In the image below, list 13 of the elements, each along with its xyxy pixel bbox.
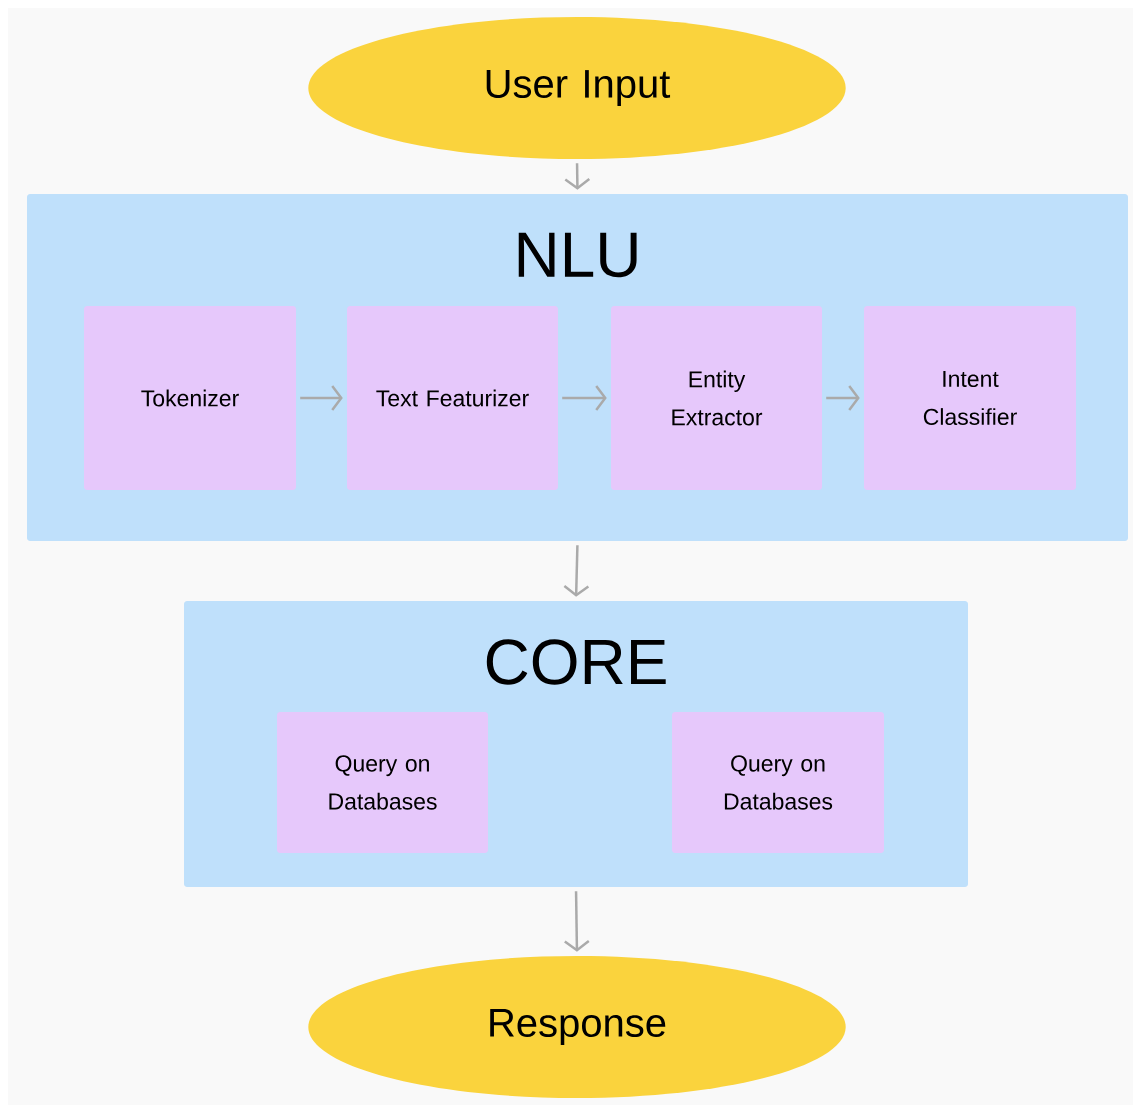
arrow xyxy=(563,545,590,597)
terminal-oval: User Input xyxy=(308,17,846,159)
process-box: Entity Extractor xyxy=(611,306,822,490)
process-box: Query on Databases xyxy=(672,712,884,853)
process-box: Tokenizer xyxy=(84,306,296,490)
arrow xyxy=(826,385,860,411)
terminal-oval: Response xyxy=(308,956,846,1098)
arrow xyxy=(562,385,607,411)
arrow xyxy=(564,891,590,952)
process-box: Intent Classifier xyxy=(864,306,1076,490)
process-box: Query on Databases xyxy=(277,712,488,853)
arrow xyxy=(300,385,343,411)
process-box: Text Featurizer xyxy=(347,306,558,490)
